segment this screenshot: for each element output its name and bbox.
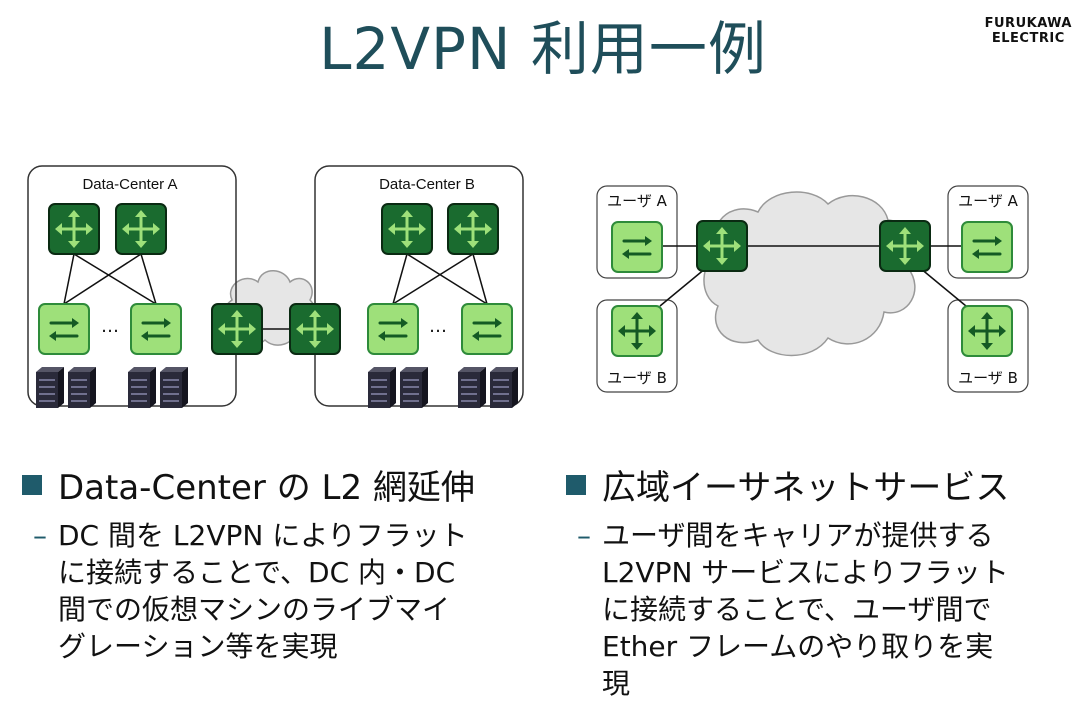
bullet-square-icon: [566, 474, 586, 495]
user-a-left-switch-icon: [610, 220, 664, 274]
dc-a-core-router-1-icon: [47, 202, 101, 256]
bullet-square-icon: [22, 474, 42, 495]
dc-b-core-router-2-icon: [446, 202, 500, 256]
dc-b-ellipsis: …: [429, 316, 447, 337]
dc-a-links: [63, 253, 157, 305]
sub-bullet: – DC 間を L2VPN によりフラット に接続することで、DC 内・DC 間…: [22, 517, 552, 665]
bullet-datacenter: Data-Center の L2 網延伸 – DC 間を L2VPN によりフラ…: [22, 460, 552, 665]
bullet-heading: Data-Center の L2 網延伸: [22, 460, 552, 509]
user-b-right-box: [947, 299, 1029, 393]
bullet-heading: 広域イーサネットサービス: [566, 460, 1076, 509]
page-title: L2VPN 利用一例: [319, 15, 767, 83]
dc-b-server-pair-2-icon: [457, 366, 519, 409]
datacenter-b-label: Data-Center B: [379, 176, 475, 193]
logo-line-2: ELECTRIC: [991, 31, 1065, 46]
sub-bullet: – ユーザ間をキャリアが提供する L2VPN サービスによりフラット に接続する…: [566, 517, 1076, 702]
dc-a-ellipsis: …: [101, 316, 119, 337]
provider-edge-right-icon: [878, 219, 932, 273]
right-diagram-links: [659, 245, 967, 307]
user-b-right-label: ユーザ B: [958, 369, 1018, 387]
furukawa-logo: FURUKAWA ELECTRIC: [985, 16, 1072, 46]
bullet-wide-area-ethernet: 広域イーサネットサービス – ユーザ間をキャリアが提供する L2VPN サービス…: [566, 460, 1076, 702]
user-a-left-box: [596, 185, 678, 279]
user-a-right-box: [947, 185, 1029, 279]
provider-edge-left-icon: [695, 219, 749, 273]
datacenter-a-label: Data-Center A: [82, 176, 177, 193]
dc-b-switch-2-icon: [460, 302, 514, 356]
dc-a-switch-2-icon: [129, 302, 183, 356]
user-a-right-label: ユーザ A: [958, 192, 1018, 210]
dash-icon: –: [33, 519, 47, 552]
logo-line-1: FURUKAWA: [984, 16, 1072, 31]
edge-router-a-icon: [210, 302, 264, 356]
dc-b-switch-1-icon: [366, 302, 420, 356]
dc-a-core-router-2-icon: [114, 202, 168, 256]
user-b-right-router-icon: [960, 304, 1014, 358]
user-a-left-label: ユーザ A: [607, 192, 667, 210]
user-a-right-switch-icon: [960, 220, 1014, 274]
dash-icon: –: [577, 519, 591, 552]
wan-cloud-right: [703, 191, 918, 357]
dc-a-switch-1-icon: [37, 302, 91, 356]
dc-a-server-pair-1-icon: [35, 366, 97, 409]
sub-bullet-text: ユーザ間をキャリアが提供する L2VPN サービスによりフラット に接続すること…: [602, 519, 1009, 700]
edge-router-b-icon: [288, 302, 342, 356]
dc-b-server-pair-1-icon: [367, 366, 429, 409]
bullet-heading-text: Data-Center の L2 網延伸: [58, 468, 475, 508]
user-b-left-label: ユーザ B: [607, 369, 667, 387]
dc-b-links: [392, 253, 488, 305]
dc-b-core-router-1-icon: [380, 202, 434, 256]
network-diagram: Data-Center A Data-Center B … … ユーザ A ユ: [27, 165, 1029, 409]
bullet-heading-text: 広域イーサネットサービス: [602, 468, 1010, 508]
sub-bullet-text: DC 間を L2VPN によりフラット に接続することで、DC 内・DC 間での…: [58, 519, 468, 663]
user-b-left-router-icon: [610, 304, 664, 358]
user-b-left-box: [596, 299, 678, 393]
dc-a-server-pair-2-icon: [127, 366, 189, 409]
